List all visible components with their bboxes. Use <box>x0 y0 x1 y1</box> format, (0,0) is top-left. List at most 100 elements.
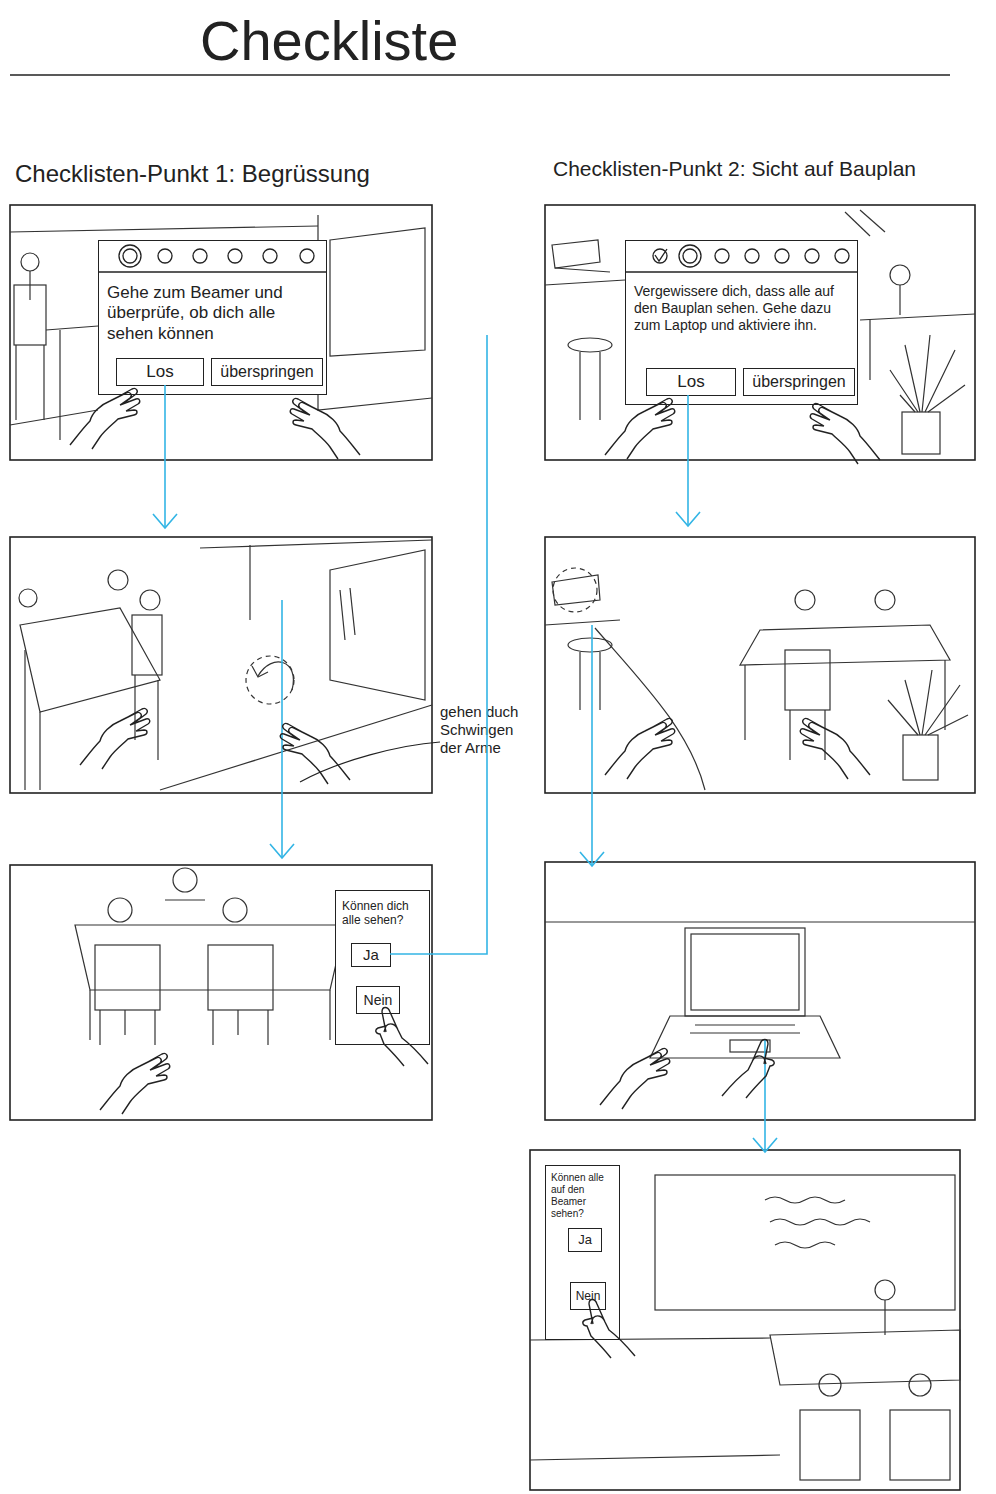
room-sketch <box>553 568 597 612</box>
room-sketch <box>267 1010 268 1045</box>
flow-arrow <box>153 514 177 528</box>
dialog-button: Ja <box>351 943 391 967</box>
room-sketch <box>685 928 805 1016</box>
room-sketch <box>691 934 799 1010</box>
panel-frame <box>545 862 975 1120</box>
room-sketch <box>108 570 128 590</box>
room-sketch <box>860 314 975 320</box>
button-label: Ja <box>363 946 379 964</box>
room-sketch <box>545 620 620 625</box>
room-sketch <box>599 352 600 420</box>
room-sketch <box>765 1197 845 1203</box>
progress-dot <box>805 249 819 263</box>
hand-sketch <box>290 398 360 459</box>
room-sketch <box>824 710 825 760</box>
leader-line <box>300 742 440 782</box>
dialog-button: Nein <box>356 986 400 1014</box>
dialog-button: Ja <box>568 1228 602 1252</box>
progress-dot <box>228 249 242 263</box>
hand-sketch <box>583 1300 635 1359</box>
title-rule <box>10 74 950 76</box>
room-sketch <box>552 240 600 268</box>
progress-dot <box>98 271 327 272</box>
dialog-box: Können alle auf den Beamer sehen?JaNein <box>545 1165 620 1340</box>
room-sketch <box>884 1300 885 1335</box>
room-sketch <box>208 945 273 1010</box>
panel-frame <box>545 205 975 460</box>
flow-arrow <box>687 395 689 526</box>
room-sketch <box>10 210 975 1480</box>
room-sketch <box>770 1219 870 1225</box>
room-sketch <box>785 650 830 710</box>
room-sketch <box>89 990 90 1040</box>
room-sketch <box>99 1010 100 1045</box>
dialog-box: Vergewissere dich, dass alle auf den Bau… <box>625 240 858 405</box>
room-sketch <box>552 575 600 605</box>
room-sketch <box>165 899 205 900</box>
hand-sketch <box>376 1008 428 1067</box>
flow-arrow <box>753 1138 777 1152</box>
panel-frame <box>530 1150 960 1490</box>
hand-sketch <box>810 403 880 464</box>
room-sketch <box>140 590 160 610</box>
room-sketch <box>875 1280 895 1300</box>
flow-arrow <box>591 625 593 866</box>
room-sketch <box>555 268 610 272</box>
room-sketch <box>775 1242 835 1248</box>
column-heading: Checklisten-Punkt 2: Sicht auf Bauplan <box>553 156 993 181</box>
hand-sketch <box>80 708 150 769</box>
room-sketch <box>890 335 965 412</box>
room-sketch <box>14 285 46 345</box>
room-sketch <box>875 590 895 610</box>
room-sketch <box>258 662 293 690</box>
flow-arrow <box>764 1040 766 1152</box>
room-sketch <box>19 589 37 607</box>
room-sketch <box>132 615 162 675</box>
progress-dot <box>775 249 789 263</box>
leader-line <box>300 742 440 782</box>
dialog-button: überspringen <box>211 358 323 386</box>
room-sketch <box>744 665 745 740</box>
hand-sketch <box>280 723 350 784</box>
progress-dot <box>683 249 697 263</box>
panel-frame <box>10 205 975 1490</box>
room-sketch <box>249 545 250 620</box>
room-sketch <box>252 666 268 677</box>
room-sketch <box>75 925 345 990</box>
hand-sketch <box>605 398 675 459</box>
progress-dot <box>158 249 172 263</box>
button-label: Los <box>677 372 704 392</box>
button-label: Nein <box>364 992 393 1009</box>
room-sketch <box>157 680 158 760</box>
room-sketch <box>650 1016 840 1058</box>
flow-arrow <box>580 852 604 866</box>
progress-dot <box>123 249 137 263</box>
progress-dot <box>300 249 314 263</box>
room-sketch <box>690 1032 800 1033</box>
progress-dot <box>715 249 729 263</box>
room-sketch <box>200 540 432 548</box>
hand-sketch <box>70 388 880 1358</box>
hand-sketch <box>600 1048 670 1109</box>
room-sketch <box>599 652 600 710</box>
room-sketch <box>770 1330 960 1385</box>
room-sketch <box>888 670 968 735</box>
room-sketch <box>568 338 612 352</box>
dialog-box: Gehe zum Beamer und überprüfe, ob dich a… <box>98 240 327 395</box>
hand-sketch <box>800 718 870 779</box>
column-heading: Checklisten-Punkt 1: Begrüssung <box>15 160 445 189</box>
room-sketch <box>595 628 705 790</box>
room-sketch <box>39 712 40 790</box>
page-title: Checkliste <box>200 8 458 73</box>
hand-sketch <box>100 1053 170 1114</box>
progress-dot <box>98 245 858 272</box>
room-sketch <box>795 590 815 610</box>
panel-frame <box>10 537 432 793</box>
progress-dot <box>193 249 207 263</box>
room-sketch <box>237 1010 238 1035</box>
room-sketch <box>330 228 425 356</box>
room-sketch <box>59 330 60 440</box>
room-sketch <box>869 320 870 380</box>
